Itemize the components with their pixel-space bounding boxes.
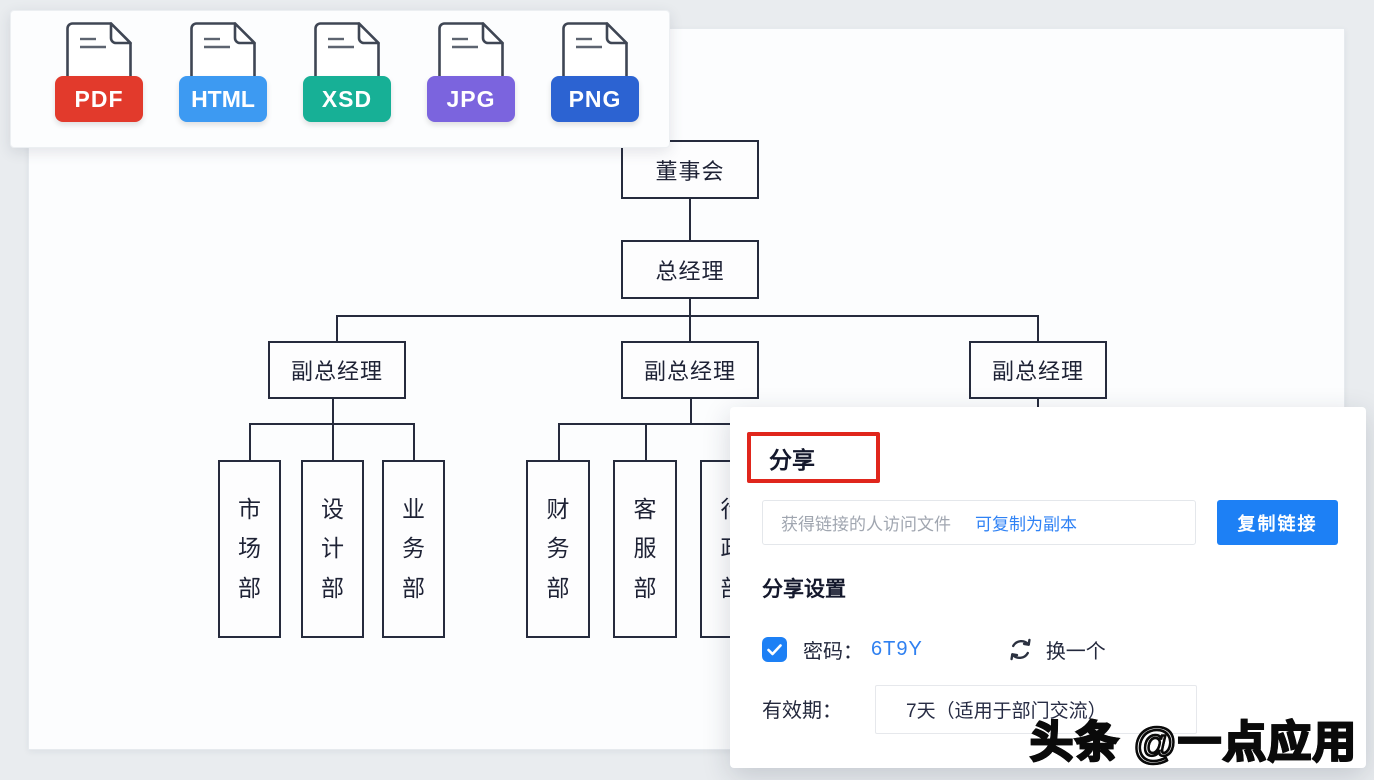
share-settings-title: 分享设置 (762, 578, 846, 601)
connector-line (689, 299, 691, 316)
link-access-text: 获得链接的人访问文件 (781, 515, 951, 534)
format-label-badge: JPG (427, 76, 515, 122)
org-node-label: 董事会 (655, 158, 725, 184)
connector-line (558, 423, 560, 460)
org-node-dept-finance[interactable]: 财务部 (526, 460, 590, 638)
org-node-label: 市场部 (238, 495, 261, 601)
connector-line (332, 399, 334, 460)
org-node-deputy-1[interactable]: 副总经理 (268, 341, 406, 399)
format-label-badge: PNG (551, 76, 639, 122)
connector-line (1037, 315, 1039, 341)
share-dialog-title: 分享 (769, 446, 815, 473)
share-link-bar[interactable]: 获得链接的人访问文件 可复制为副本 (762, 500, 1196, 545)
org-node-general-manager[interactable]: 总经理 (621, 240, 759, 299)
check-icon (767, 643, 782, 655)
validity-select[interactable]: 7天（适用于部门交流） (875, 685, 1197, 734)
org-node-dept-marketing[interactable]: 市场部 (218, 460, 281, 638)
org-node-label: 设计部 (321, 495, 344, 601)
export-format-pdf[interactable]: PDF (51, 18, 147, 140)
org-node-label: 业务部 (402, 495, 425, 601)
password-row: 密码： 6T9Y 换一个 (762, 635, 1106, 664)
org-node-dept-business[interactable]: 业务部 (382, 460, 445, 638)
connector-line (336, 315, 338, 341)
copy-as-duplicate-link[interactable]: 可复制为副本 (975, 515, 1077, 534)
copy-link-button[interactable]: 复制链接 (1217, 500, 1338, 545)
connector-line (689, 315, 691, 341)
password-value: 6T9Y (871, 638, 923, 660)
format-label-badge: HTML (179, 76, 267, 122)
format-label-badge: PDF (55, 76, 143, 122)
org-node-label: 财务部 (546, 495, 570, 601)
share-dialog: 分享 获得链接的人访问文件 可复制为副本 复制链接 分享设置 密码： 6T9Y … (730, 407, 1366, 768)
org-node-label: 副总经理 (643, 359, 736, 384)
org-node-label: 副总经理 (290, 359, 383, 384)
export-format-jpg[interactable]: JPG (423, 18, 519, 140)
connector-line (249, 423, 415, 425)
org-node-label: 副总经理 (991, 359, 1084, 384)
connector-line (413, 423, 415, 460)
connector-line (690, 399, 692, 425)
org-node-deputy-2[interactable]: 副总经理 (621, 341, 759, 399)
watermark-text: 头条 @一点应用 (1029, 718, 1358, 769)
regenerate-password-button[interactable]: 换一个 (1045, 641, 1106, 663)
export-format-png[interactable]: PNG (547, 18, 643, 140)
export-formats-panel: PDF HTML XSD JPG PNG (10, 10, 670, 148)
password-checkbox[interactable] (762, 637, 787, 662)
org-node-board[interactable]: 董事会 (621, 140, 759, 199)
org-node-dept-service[interactable]: 客服部 (613, 460, 677, 638)
validity-value: 7天（适用于部门交流） (906, 701, 1107, 722)
org-node-deputy-3[interactable]: 副总经理 (969, 341, 1107, 399)
refresh-icon[interactable] (1007, 636, 1034, 663)
export-format-html[interactable]: HTML (175, 18, 271, 140)
org-node-label: 总经理 (655, 258, 725, 284)
password-label: 密码： (803, 641, 863, 663)
connector-line (689, 199, 691, 240)
connector-line (336, 315, 1039, 317)
connector-line (645, 423, 647, 460)
org-node-label: 客服部 (633, 495, 657, 601)
connector-line (249, 423, 251, 460)
export-format-xsd[interactable]: XSD (299, 18, 395, 140)
format-label-badge: XSD (303, 76, 391, 122)
annotation-highlight: 分享 (747, 432, 880, 483)
connector-line (1037, 399, 1039, 409)
org-node-dept-design[interactable]: 设计部 (301, 460, 364, 638)
validity-label: 有效期： (762, 700, 842, 722)
